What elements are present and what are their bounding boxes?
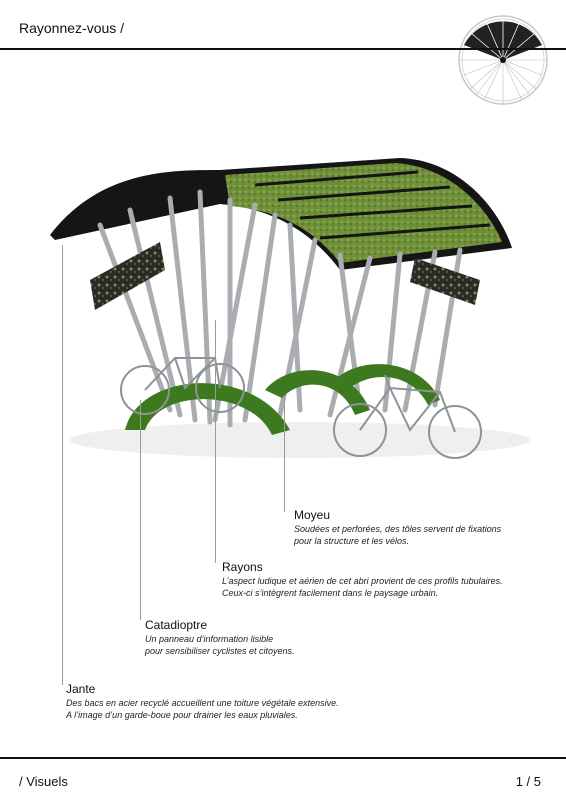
footer-rule <box>0 757 566 759</box>
page-number: 1 / 5 <box>515 774 541 789</box>
leader-line-jante <box>62 245 63 685</box>
annotation-jante: Jante Des bacs en acier recyclé accueill… <box>66 682 339 721</box>
header-rule <box>0 48 566 50</box>
footer-section-label: / Visuels <box>19 774 68 789</box>
annotation-moyeu: Moyeu Soudées et perforées, des tôles se… <box>294 508 501 547</box>
annotation-catadioptre: Catadioptre Un panneau d’information lis… <box>145 618 295 657</box>
page-title: Rayonnez-vous / <box>19 20 125 36</box>
annotation-body: Des bacs en acier recyclé accueillent un… <box>66 698 339 720</box>
leader-line-rayons <box>215 320 216 563</box>
annotation-title: Catadioptre <box>145 618 208 632</box>
leader-line-catadioptre <box>140 400 141 620</box>
annotation-body: Soudées et perforées, des tôles servent … <box>294 524 502 546</box>
annotation-body: Un panneau d’information lisible pour se… <box>145 634 295 656</box>
annotation-title: Jante <box>66 682 96 696</box>
bicycle-wheel-logo <box>458 15 548 105</box>
annotation-title: Moyeu <box>294 508 331 522</box>
annotation-rayons: Rayons L’aspect ludique et aérien de cet… <box>222 560 503 599</box>
annotation-body: L’aspect ludique et aérien de cet abri p… <box>222 576 503 598</box>
annotation-title: Rayons <box>222 560 263 574</box>
bike-shelter-illustration <box>50 158 530 459</box>
leader-line-moyeu <box>284 395 285 512</box>
